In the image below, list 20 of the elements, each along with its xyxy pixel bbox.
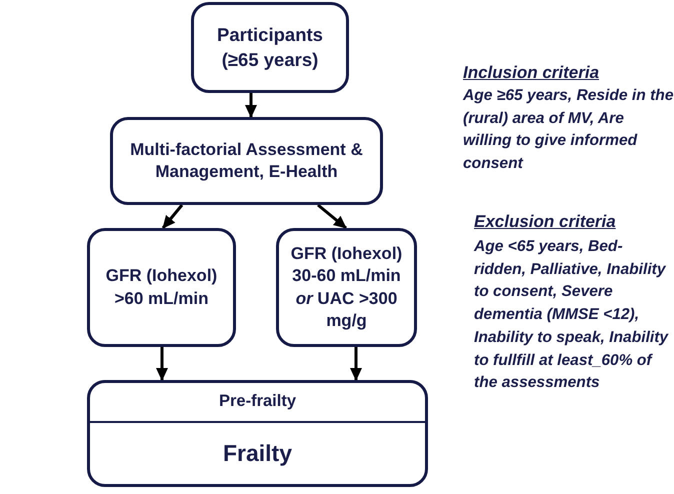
- process-box: [110, 117, 383, 205]
- node-label: GFR (Iohexol) >60 mL/min: [104, 265, 218, 310]
- outcome-box: [87, 380, 428, 487]
- arrow: [245, 93, 257, 118]
- node-label: GFR (Iohexol) 30-60 mL/min or UAC >300 mg/g: [290, 242, 404, 332]
- criteria-text: Age ≥65 years, Reside in the (rural) area of MV, Are willing to give informed consent: [463, 86, 674, 174]
- band-label: Frailty: [222, 439, 292, 468]
- process-box: [87, 228, 236, 347]
- process-box: [191, 2, 349, 93]
- criteria-heading: Inclusion criteria: [463, 62, 600, 84]
- band-label: Pre-frailty: [218, 391, 296, 412]
- node-label: Multi-factorial Assessment & Management, E-Health: [129, 138, 364, 183]
- arrow: [156, 347, 168, 381]
- criteria-text: Age <65 years, Bed-ridden, Palliative, Inability to consent, Severe dementia (MMSE <12), Inability to speak, Inability to fullfill at least_60% of the assessments: [474, 237, 670, 394]
- arrow: [162, 204, 184, 229]
- arrow: [350, 347, 362, 381]
- criteria-heading: Exclusion criteria: [474, 211, 616, 233]
- process-box: [276, 228, 417, 347]
- node-label: Participants (≥65 years): [216, 23, 324, 72]
- arrow: [317, 204, 347, 230]
